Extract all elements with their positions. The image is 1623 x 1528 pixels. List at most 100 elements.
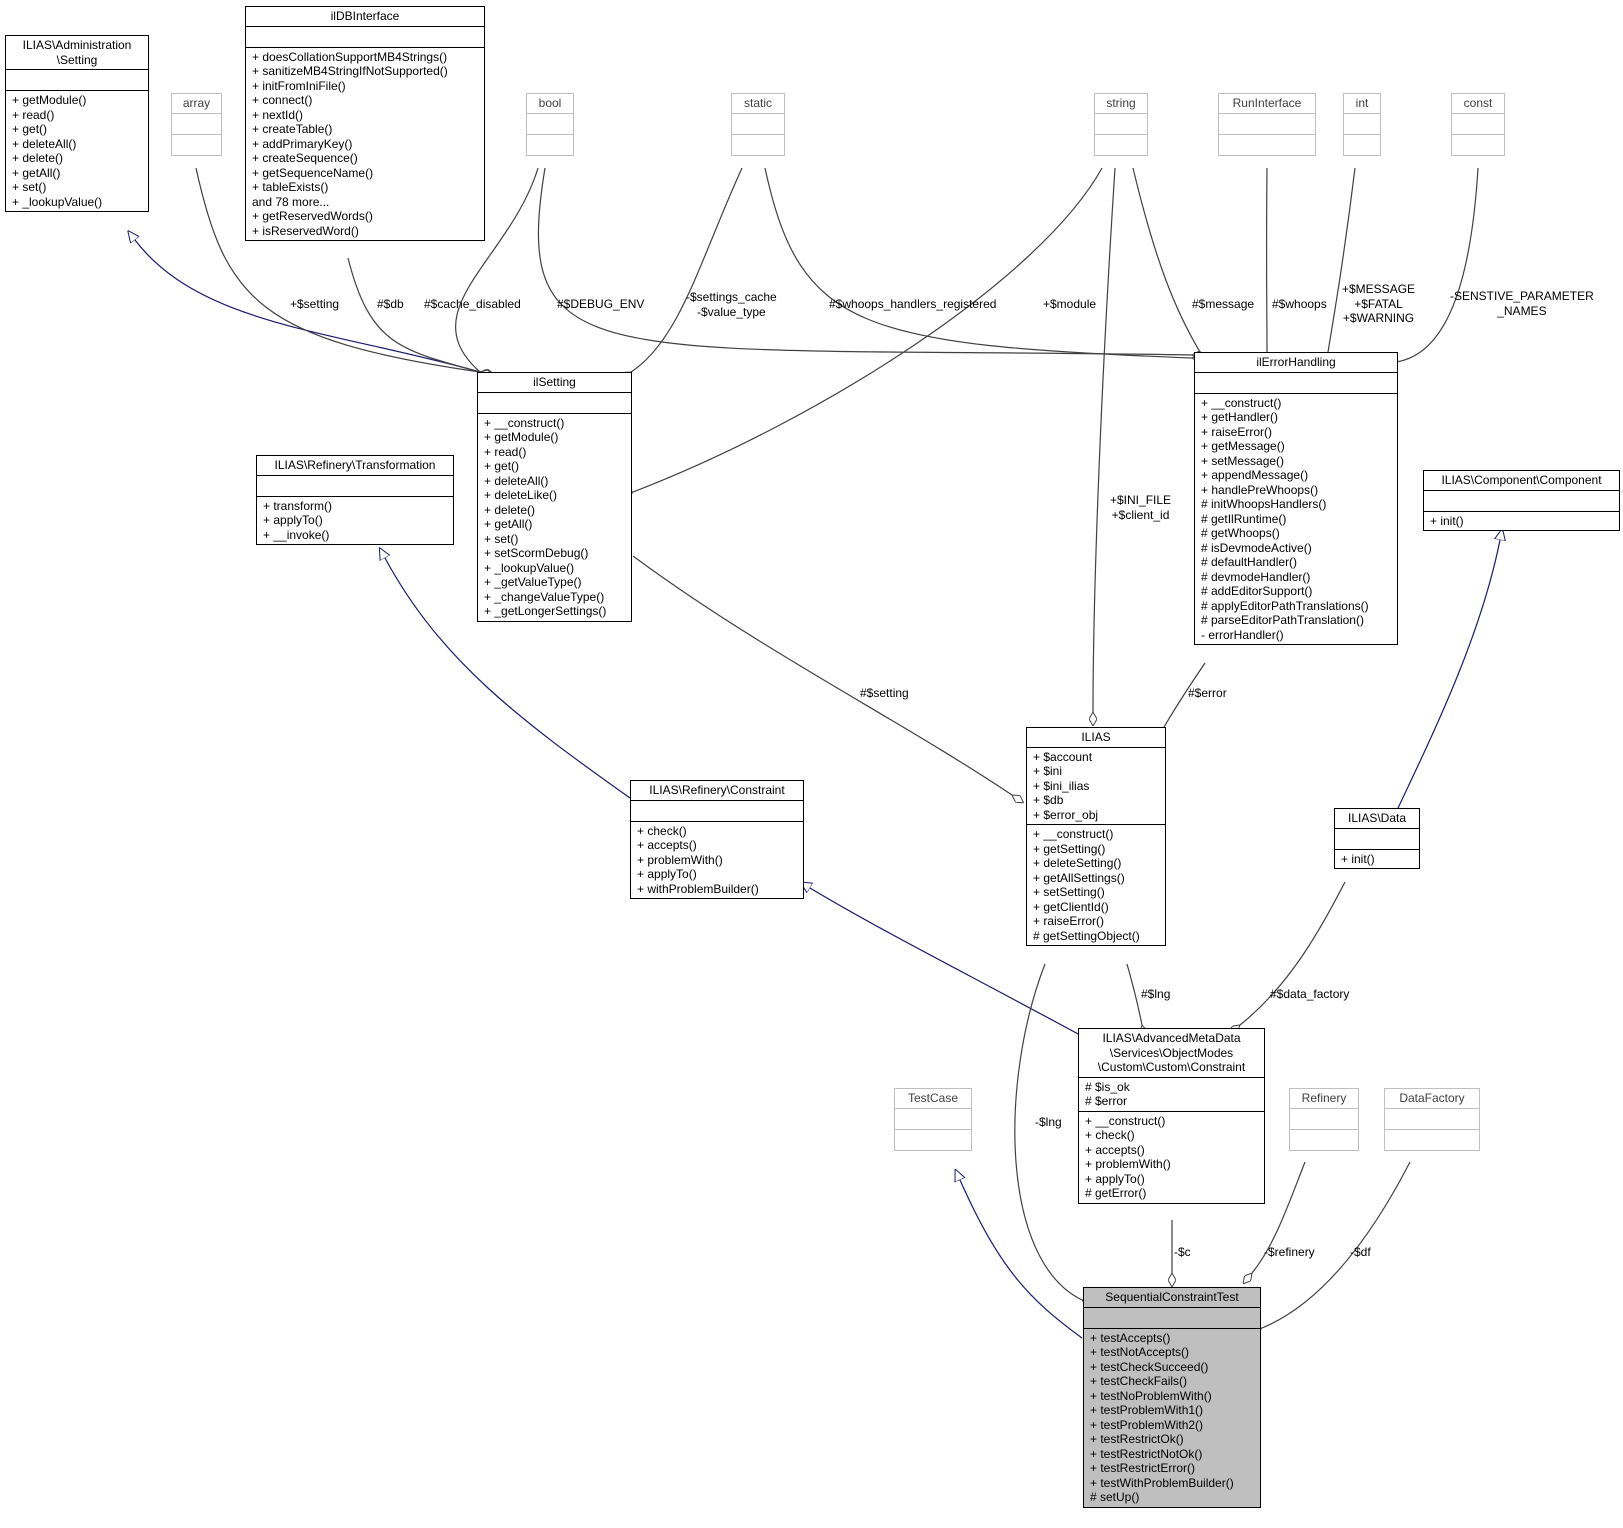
class-runinterface: RunInterface xyxy=(1218,93,1316,156)
method: + deleteAll() xyxy=(12,136,77,151)
method: + set() xyxy=(12,180,47,194)
class-ilsetting: ilSetting+ __construct()+ getModule()+ r… xyxy=(477,372,632,622)
method: # getIlRuntime() xyxy=(1201,511,1287,526)
methods-section xyxy=(1344,133,1380,155)
attributes-section xyxy=(1195,371,1397,393)
method: + deleteLike() xyxy=(484,488,558,502)
class-string: string xyxy=(1094,93,1148,156)
method: + testRestrictError() xyxy=(1090,1461,1196,1475)
edge-string-ini-file xyxy=(1093,167,1116,712)
class-name: string xyxy=(1106,96,1136,110)
method: # isDevmodeActive() xyxy=(1201,540,1312,555)
method: + appendMessage() xyxy=(1201,468,1309,482)
class-datafactory: DataFactory xyxy=(1384,1088,1480,1151)
method: + testRestrictOk() xyxy=(1090,1432,1184,1446)
attribute: # $is_ok xyxy=(1085,1079,1130,1094)
class-ildbinterface: ilDBInterface+ doesCollationSupportMB4St… xyxy=(245,6,485,241)
class-transformation: ILIAS\Refinery\Transformation+ transform… xyxy=(256,455,454,545)
class-name: ilSetting xyxy=(533,375,576,389)
method: + problemWith() xyxy=(637,852,723,867)
method: + connect() xyxy=(252,93,313,107)
attributes-section xyxy=(1424,489,1619,511)
class-ilias: ILIAS+ $account+ $ini+ $ini_ilias+ $db+ … xyxy=(1026,727,1166,946)
method: + check() xyxy=(1085,1128,1135,1142)
attribute: + $account xyxy=(1033,749,1093,764)
method: # applyEditorPathTranslations() xyxy=(1201,598,1369,613)
method: # addEditorSupport() xyxy=(1201,584,1313,598)
methods-section xyxy=(172,133,221,155)
edge-data-data-factory xyxy=(1240,881,1346,1025)
edge-ilias-lng-priv xyxy=(1014,963,1082,1300)
edge-static-whoops-registered xyxy=(764,167,1192,358)
method: + testRestrictNotOk() xyxy=(1090,1446,1203,1461)
class-name: static xyxy=(743,96,772,110)
class-name: ILIAS\Component\Component xyxy=(1441,473,1602,487)
method: + init() xyxy=(1341,851,1375,866)
label-df: -$df xyxy=(1350,1245,1371,1259)
method: + sanitizeMB4StringIfNotSupported() xyxy=(252,64,448,78)
label-whoops-registered: #$whoops_handlers_registered xyxy=(829,297,997,311)
label-lng-prot: #$lng xyxy=(1141,987,1171,1001)
method: + raiseError() xyxy=(1201,424,1273,439)
method: + getHandler() xyxy=(1201,410,1279,424)
methods-section: + __construct()+ getSetting()+ deleteSet… xyxy=(1027,824,1165,945)
method: + tableExists() xyxy=(252,180,329,194)
label-cache-disabled: #$cache_disabled xyxy=(424,297,521,311)
attributes-section xyxy=(257,474,453,496)
class-refinery: Refinery xyxy=(1289,1088,1359,1151)
attributes-section xyxy=(172,112,221,134)
class-component: ILIAS\Component\Component+ init() xyxy=(1423,470,1620,531)
method: # initWhoopsHandlers() xyxy=(1201,497,1327,511)
method: + __construct() xyxy=(1033,827,1114,841)
class-name: ILIAS\Refinery\Transformation xyxy=(274,458,436,472)
method: + testCheckFails() xyxy=(1090,1374,1188,1388)
edge-bool-debug-env xyxy=(537,167,1192,355)
attribute: + $ini_ilias xyxy=(1033,778,1090,793)
class-testcase: TestCase xyxy=(894,1088,972,1151)
method: + testCheckSucceed() xyxy=(1090,1359,1209,1374)
method: # parseEditorPathTranslation() xyxy=(1201,613,1364,627)
method: + testProblemWith1() xyxy=(1090,1403,1204,1417)
method: + __invoke() xyxy=(263,527,330,542)
edge-string-message xyxy=(1132,167,1200,352)
class-admin-setting: ILIAS\Administration \Setting+ getModule… xyxy=(5,35,149,212)
methods-section xyxy=(527,133,573,155)
method: + withProblemBuilder() xyxy=(637,881,759,896)
class-name: Refinery xyxy=(1301,1091,1347,1105)
method: - errorHandler() xyxy=(1201,627,1284,642)
methods-section xyxy=(1095,133,1147,155)
method: + _getLongerSettings() xyxy=(484,604,607,618)
class-name: TestCase xyxy=(907,1091,959,1105)
method: and 78 more... xyxy=(252,194,330,209)
label-c: -$c xyxy=(1174,1245,1191,1259)
method: + getAll() xyxy=(12,165,61,180)
edge-array-setting xyxy=(195,167,480,372)
class-static: static xyxy=(731,93,785,156)
methods-section: + doesCollationSupportMB4Strings()+ sani… xyxy=(246,46,484,241)
method: + testNotAccepts() xyxy=(1090,1345,1190,1359)
method: + delete() xyxy=(12,151,64,165)
class-array: array xyxy=(171,93,222,156)
methods-section xyxy=(732,133,784,155)
method: + getAll() xyxy=(484,517,533,531)
method: + getModule() xyxy=(484,430,559,444)
method: + testAccepts() xyxy=(1090,1330,1171,1345)
attributes-section xyxy=(1452,112,1504,134)
methods-section xyxy=(1452,133,1504,155)
label-db: #$db xyxy=(377,297,404,311)
method: + createSequence() xyxy=(252,151,358,165)
class-name: RunInterface xyxy=(1232,96,1302,110)
label-whoops: #$whoops xyxy=(1272,297,1327,311)
method: # devmodeHandler() xyxy=(1201,569,1311,584)
method: # defaultHandler() xyxy=(1201,555,1298,569)
attributes-section: # $is_ok# $error xyxy=(1079,1076,1264,1111)
method: + delete() xyxy=(484,502,536,517)
methods-section xyxy=(1219,133,1315,155)
method: # getWhoops() xyxy=(1201,526,1280,540)
label-debug-env: #$DEBUG_ENV xyxy=(557,297,645,311)
method: + addPrimaryKey() xyxy=(252,136,353,151)
attributes-section xyxy=(246,25,484,47)
method: + _changeValueType() xyxy=(484,589,605,604)
method: + deleteSetting() xyxy=(1033,856,1122,870)
method: + __construct() xyxy=(1201,395,1282,410)
